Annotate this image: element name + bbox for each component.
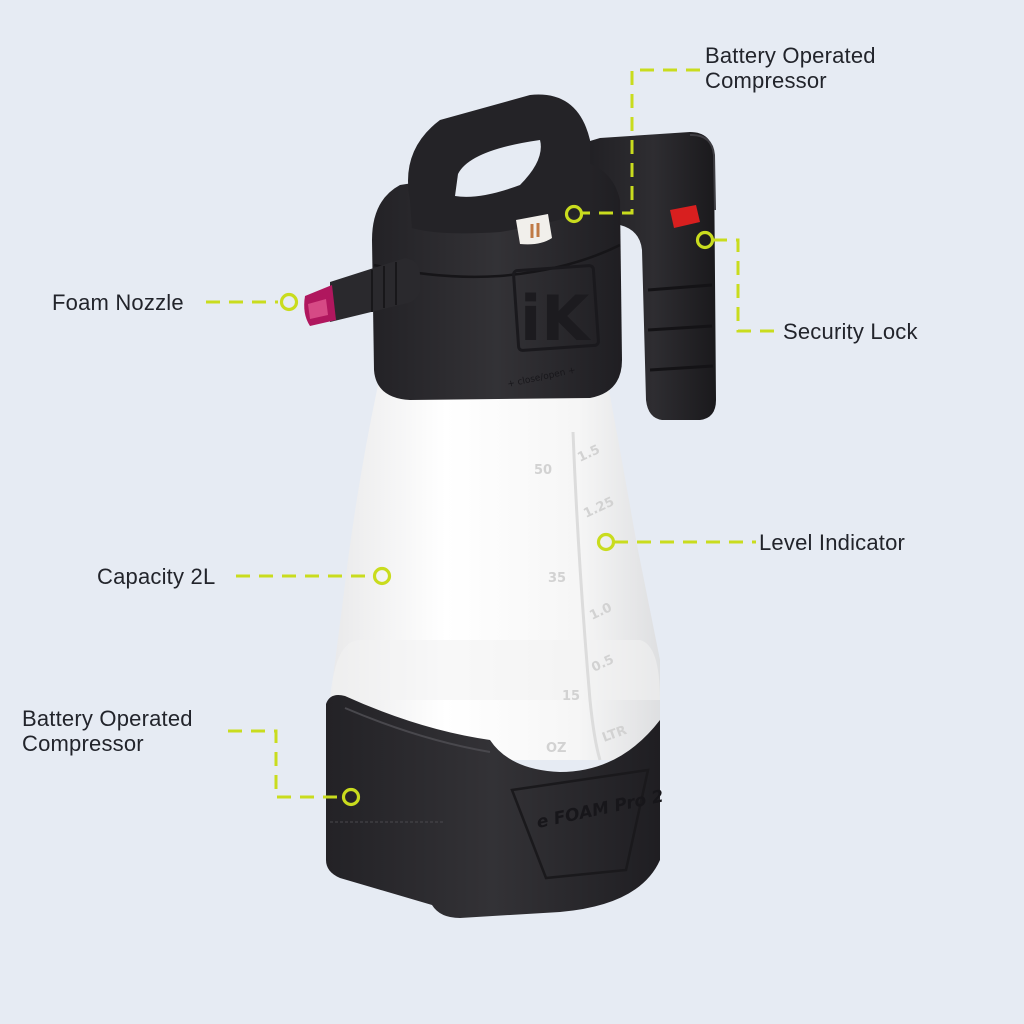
graduation-50oz: 50	[534, 463, 552, 478]
pump-head: iK + close/open +	[372, 94, 622, 400]
callout-line-1: Battery Operated	[22, 706, 193, 731]
callout-line-1: Battery Operated	[705, 43, 876, 68]
callout-line-2: Compressor	[22, 731, 144, 756]
graduation-15oz: 15	[562, 689, 580, 704]
callout-security-lock: Security Lock	[783, 319, 918, 344]
callout-foam-nozzle: Foam Nozzle	[52, 290, 184, 315]
graduation-35oz: 35	[548, 571, 566, 586]
callout-battery-compressor-top: Battery Operated Compressor	[705, 43, 876, 93]
brand-logo: iK	[520, 282, 591, 355]
callout-battery-compressor-bottom: Battery Operated Compressor	[22, 706, 193, 756]
callout-level-indicator: Level Indicator	[759, 530, 906, 555]
callout-line-2: Compressor	[705, 68, 827, 93]
bottle-body: 50 1.5 1.25 35 1.0 0.5 15 OZ LTR	[330, 385, 660, 761]
foam-nozzle	[304, 258, 420, 326]
battery-base: e FOAM Pro 2	[326, 695, 665, 918]
callout-capacity: Capacity 2L	[97, 564, 216, 589]
graduation-oz-unit: OZ	[546, 741, 566, 756]
